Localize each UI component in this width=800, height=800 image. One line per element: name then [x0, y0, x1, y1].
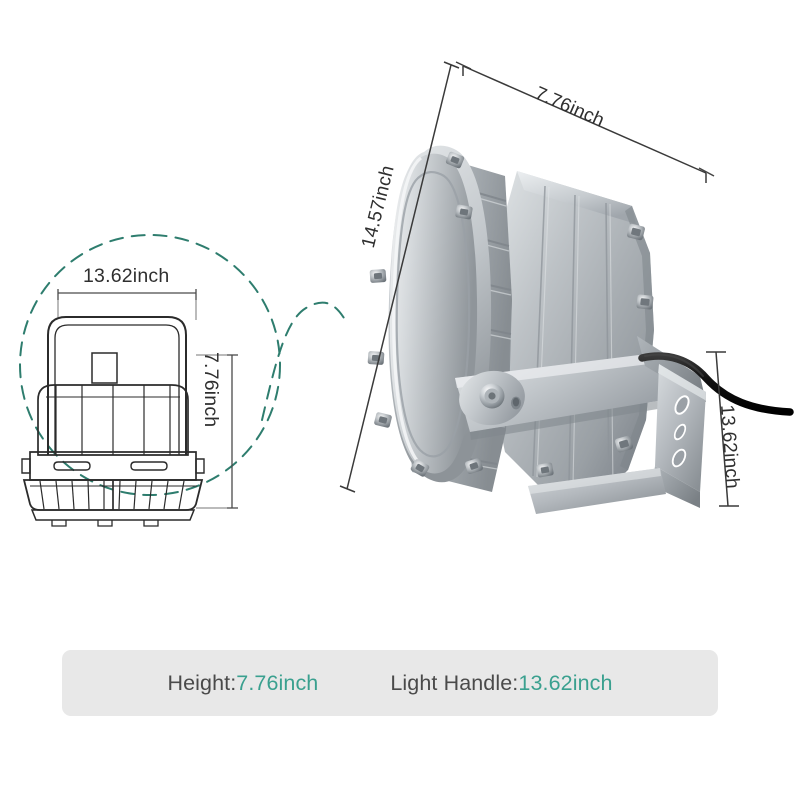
inset-height-dimension-value: 7.76inch [200, 352, 222, 428]
caption-label-light-handle: Light Handle: [390, 670, 519, 695]
inset-dimension-lines [57, 289, 238, 509]
specs-caption-bar: Height:7.76inch Light Handle:13.62inch [62, 650, 718, 716]
caption-item-height: Height:7.76inch [167, 671, 318, 696]
caption-item-light-handle: Light Handle:13.62inch [390, 671, 612, 696]
width-dimension-line [455, 61, 715, 183]
pivot-bolt [479, 383, 505, 409]
inset-height-dimension-label: 7.76inch [199, 352, 222, 427]
inset-width-dimension-label: 13.62inch [83, 265, 169, 288]
main-dimension-lines [339, 61, 739, 507]
inset-width-dimension-value: 13.62inch [83, 265, 170, 287]
inset-callout [19, 234, 345, 527]
diameter-dimension-line [339, 61, 460, 493]
caption-value-height: 7.76inch [236, 670, 319, 695]
product-pivot-arm [455, 352, 676, 440]
product-rear-housing [490, 171, 654, 497]
caption-value-light-handle: 13.62inch [518, 670, 613, 695]
caption-label-height: Height: [167, 670, 237, 695]
bracket-slot-group [671, 395, 690, 468]
inset-leader-line [261, 301, 345, 421]
product-illustration [367, 145, 794, 514]
handle-dimension-line [706, 351, 739, 507]
inset-line-drawing [21, 316, 205, 527]
power-cable [638, 352, 794, 416]
